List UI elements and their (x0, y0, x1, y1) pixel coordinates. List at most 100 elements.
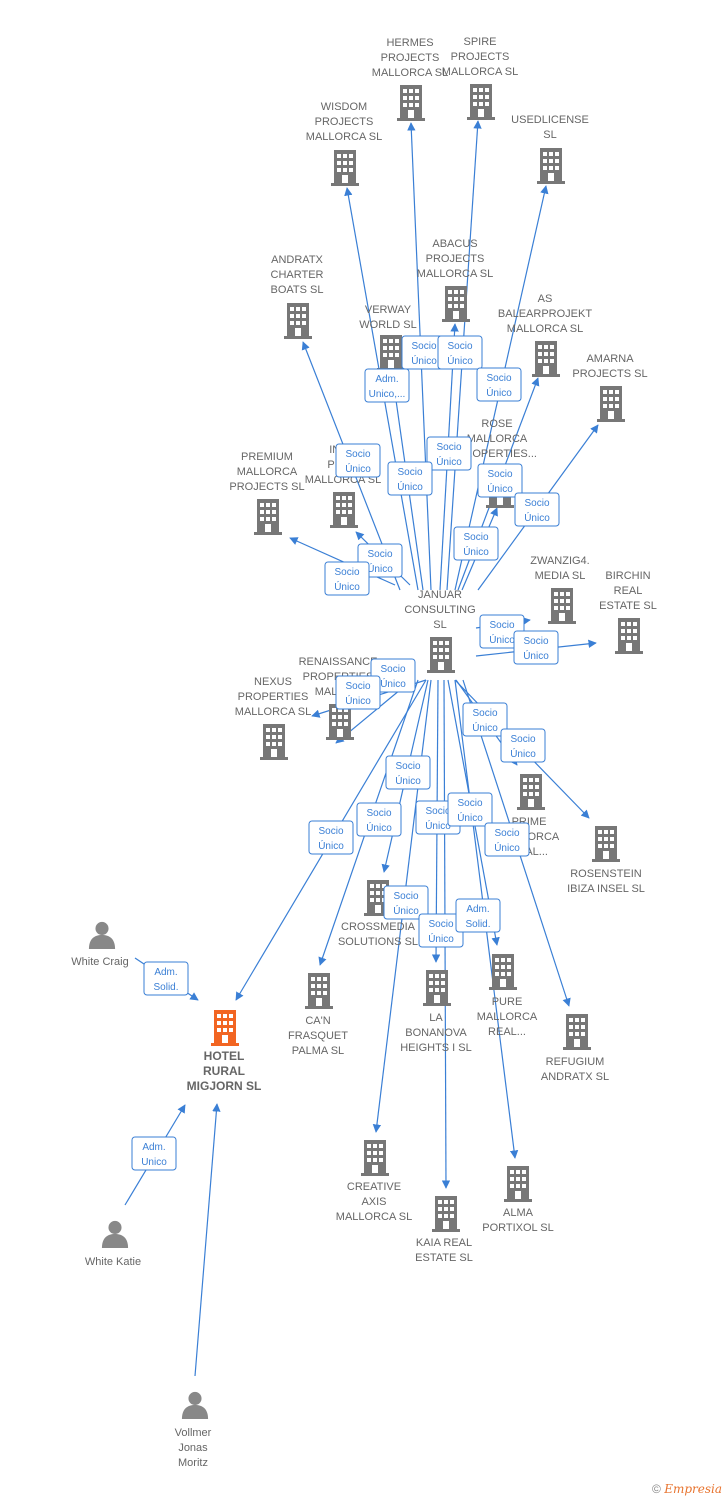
node-label-line: FRASQUET (288, 1030, 348, 1042)
building-icon (260, 724, 288, 760)
building-icon (432, 1196, 460, 1232)
relation-label[interactable]: Adm.Solid. (455, 898, 501, 933)
relation-box (143, 961, 189, 996)
relation-label-line: Único (345, 462, 371, 475)
building-icon (537, 148, 565, 184)
relation-label[interactable]: Adm.Unico,... (364, 368, 410, 403)
node-label-line: MALLORCA SL (442, 66, 518, 78)
relation-label-line: Socio (463, 532, 488, 543)
person-node-craig[interactable]: White Craig (71, 921, 129, 968)
relation-label-line: Único (318, 839, 344, 852)
node-label-line: MIGJORN SL (187, 1079, 262, 1093)
building-icon (254, 499, 282, 535)
relation-label-line: Único (463, 545, 489, 558)
relation-label[interactable]: Adm.Solid. (143, 961, 189, 996)
node-label-line: Moritz (178, 1457, 208, 1469)
person-node-katie[interactable]: White Katie (85, 1220, 141, 1268)
node-label-line: IBIZA INSEL SL (567, 883, 645, 895)
node-label-line: MEDIA SL (535, 570, 586, 582)
relation-label-line: Único (380, 677, 406, 690)
building-icon (597, 386, 625, 422)
relation-label-line: Socio (510, 734, 535, 745)
node-label-line: MALLORCA (467, 433, 528, 445)
company-node-zwanzig[interactable]: ZWANZIG4.MEDIA SL (530, 555, 590, 624)
node-label-line: REAL... (488, 1026, 526, 1038)
relation-box (500, 728, 546, 763)
node-label-line: PROJECTS (451, 51, 510, 63)
relation-box (356, 802, 402, 837)
relation-label-line: Único (395, 774, 421, 787)
node-label-line: AXIS (361, 1196, 386, 1208)
relation-label[interactable]: Adm.Unico (131, 1136, 177, 1171)
relation-box (385, 755, 431, 790)
building-icon (284, 303, 312, 339)
relation-label-line: Socio (318, 826, 343, 837)
relation-box (131, 1136, 177, 1171)
relation-box (453, 526, 499, 561)
relation-edge (194, 1103, 221, 1377)
node-label-line: RENAISSANCE (299, 656, 378, 668)
node-label-line: VERWAY (365, 304, 412, 316)
relation-label-line: Socio (428, 919, 453, 930)
node-label-line: CONSULTING (404, 604, 475, 616)
